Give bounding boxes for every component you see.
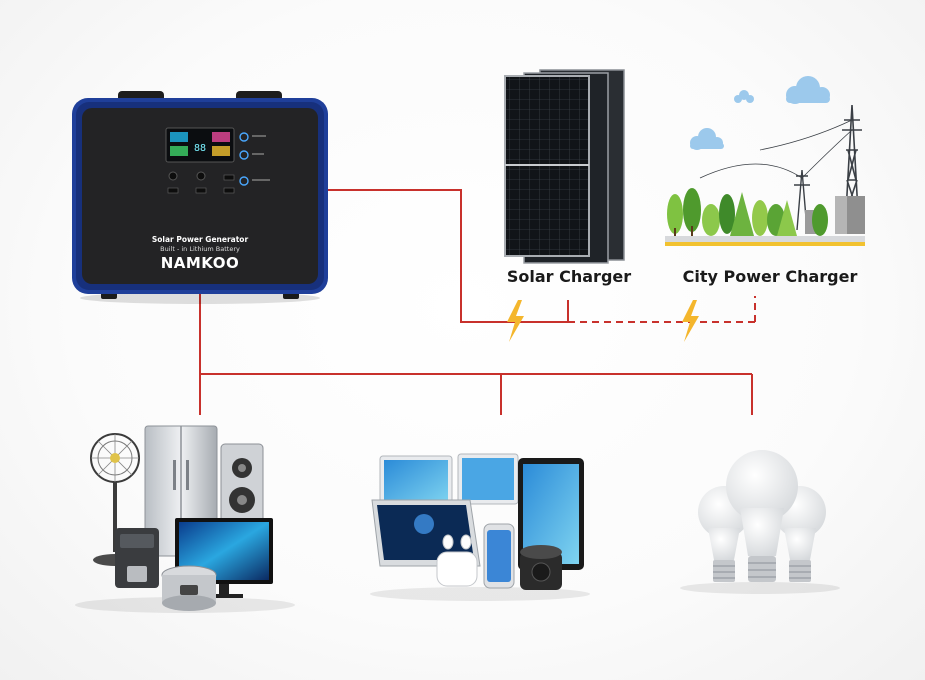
coffee-maker-icon: [115, 528, 159, 588]
solar-charger-label: Solar Charger: [507, 267, 631, 286]
dc-button[interactable]: [239, 176, 249, 186]
battery-label: Built - in Lithium Battery: [160, 245, 240, 253]
bluetooth-speaker-icon: [520, 545, 562, 590]
usb-port: [167, 187, 179, 194]
fan-icon: [90, 433, 140, 566]
usb-port: [223, 187, 235, 194]
tablet-icon: [457, 453, 519, 505]
power-generator: 88 Solar Power Generator Built - in Lith…: [72, 91, 328, 304]
lightning-icon: [682, 300, 699, 342]
cloud-icon: [786, 76, 830, 104]
tree-icon: [667, 188, 828, 238]
ac-button[interactable]: [239, 150, 249, 160]
product-line-label: Solar Power Generator: [152, 235, 249, 244]
home-appliances: [75, 425, 295, 613]
front-panel: [82, 108, 318, 284]
wire-generator-to-solar: [327, 189, 569, 323]
dc-port: [196, 171, 206, 181]
city-power-charger-label: City Power Charger: [683, 267, 858, 286]
city-power-scene: [665, 76, 865, 246]
earbuds-icon: [436, 534, 478, 587]
light-bulbs: [680, 450, 840, 594]
power-button[interactable]: [239, 132, 249, 142]
brand-logo: NAMKOO: [161, 254, 240, 272]
lightning-icon: [507, 300, 524, 342]
cloud-icon: [734, 90, 754, 103]
portable-electronics: [370, 453, 590, 601]
light-bulb-icon: [726, 450, 798, 582]
cloud-icon: [690, 128, 724, 150]
phone-icon: [483, 523, 515, 589]
solar-panel: [504, 69, 625, 264]
lcd-value: 88: [194, 143, 206, 154]
dc-port: [168, 171, 178, 181]
rice-cooker-icon: [161, 565, 217, 611]
wiring: [199, 189, 756, 415]
tablet-icon: [379, 455, 453, 509]
usb-port: [195, 187, 207, 194]
